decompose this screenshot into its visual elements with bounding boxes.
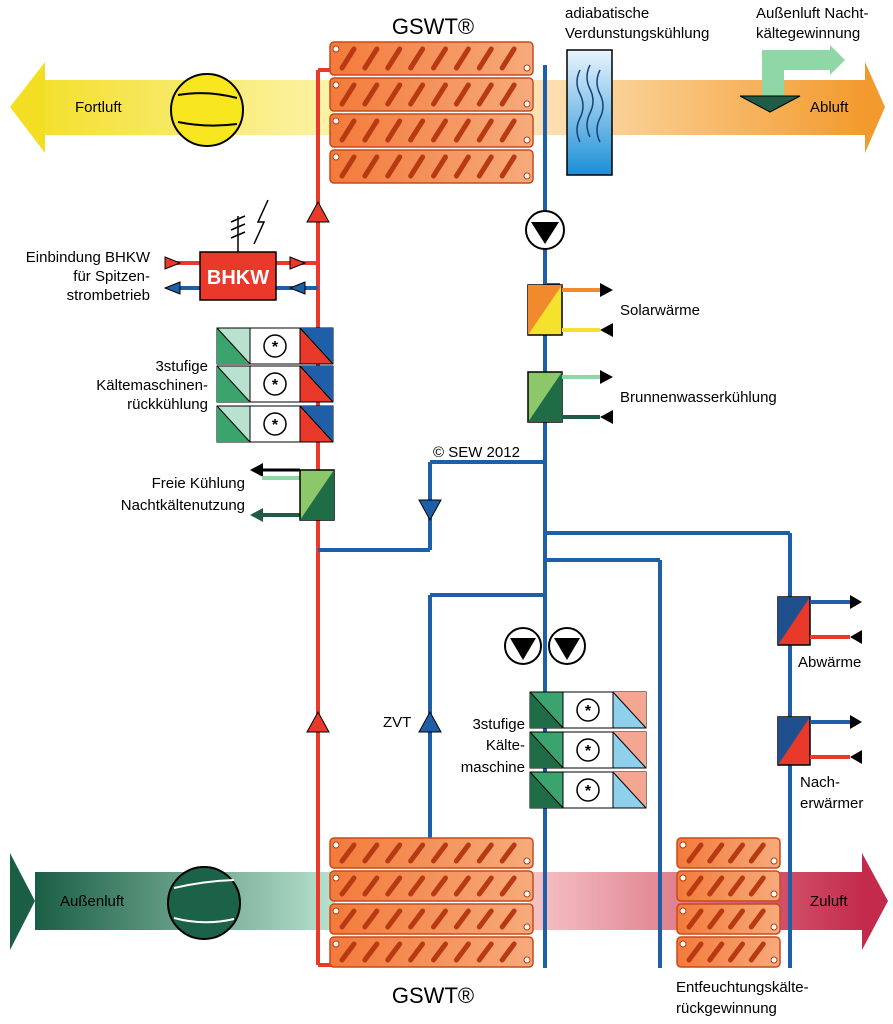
chiller-recooling-stack: * * * — [216, 327, 334, 443]
waste-heat-exchanger — [777, 595, 862, 646]
supply-fan — [167, 866, 241, 940]
bhkw-unit: BHKW — [163, 199, 318, 301]
well-water-exchanger — [527, 370, 613, 424]
free-cooling-exchanger — [250, 463, 335, 522]
well-label: Brunnenwasserkühlung — [620, 389, 777, 406]
red-flow-arrow-lower — [306, 710, 330, 733]
reheat-label-1: Nach- — [800, 774, 840, 791]
blue-flow-arrow-zvt — [418, 710, 442, 733]
dehum-label-1: Entfeuchtungskälte- — [676, 979, 809, 996]
zuluft-label: Zuluft — [810, 893, 848, 910]
svg-text:*: * — [585, 703, 592, 720]
bhkw-label: BHKW — [207, 267, 269, 289]
red-flow-arrow-upper — [306, 200, 330, 223]
svg-text:*: * — [585, 743, 592, 760]
free-cooling-label-1: Freie Kühlung — [152, 475, 245, 492]
free-cooling-label-2: Nachtkältenutzung — [121, 497, 245, 514]
adiabatic-cooler — [566, 49, 613, 176]
zvt-label: ZVT — [383, 714, 411, 731]
gswt-top-exchanger — [329, 41, 534, 184]
night-air-label-2: kältegewinnung — [756, 25, 860, 42]
recool-label-3: rückkühlung — [127, 396, 208, 413]
chiller-label-1: 3stufige — [472, 716, 525, 733]
recool-label-1: 3stufige — [155, 358, 208, 375]
antenna-icon — [230, 215, 246, 252]
copyright-label: © SEW 2012 — [433, 444, 520, 461]
pump-pair — [504, 627, 586, 665]
recool-label-2: Kältemaschinen- — [96, 377, 208, 394]
night-air-inlet — [739, 45, 845, 113]
chiller-label-3: maschine — [461, 759, 525, 776]
reheat-label-2: erwärmer — [800, 795, 863, 812]
svg-text:*: * — [272, 417, 279, 434]
svg-text:*: * — [272, 339, 279, 356]
bhkw-desc-3: strombetrieb — [67, 287, 150, 304]
chiller-label-2: Kälte- — [486, 737, 525, 754]
bhkw-desc-1: Einbindung BHKW — [26, 249, 151, 266]
waste-heat-label: Abwärme — [798, 654, 861, 671]
adiabatic-label-1: adiabatische — [565, 5, 649, 22]
svg-text:*: * — [272, 377, 279, 394]
chiller-stack: * * * — [529, 691, 647, 809]
gswt-top-label: GSWT® — [392, 14, 474, 39]
dehumidification-exchanger — [676, 837, 781, 968]
fortluft-label: Fortluft — [75, 99, 123, 116]
solar-label: Solarwärme — [620, 302, 700, 319]
solar-exchanger — [527, 283, 613, 337]
abluft-label: Abluft — [810, 99, 849, 116]
blue-pipe-network — [318, 65, 792, 968]
gswt-bottom-exchanger — [329, 837, 534, 968]
gswt-bottom-label: GSWT® — [392, 983, 474, 1008]
bhkw-desc-2: für Spitzen- — [73, 268, 150, 285]
blue-flow-arrow-bypass — [418, 499, 442, 522]
lightning-icon — [253, 199, 269, 245]
svg-text:*: * — [585, 783, 592, 800]
pump-top — [525, 210, 565, 250]
dehum-label-2: rückgewinnung — [676, 1000, 777, 1017]
reheater-exchanger — [777, 715, 862, 766]
exhaust-fan — [170, 73, 244, 147]
adiabatic-label-2: Verdunstungskühlung — [565, 25, 709, 42]
aussenluft-label: Außenluft — [60, 893, 125, 910]
night-air-label-1: Außenluft Nacht- — [756, 5, 869, 22]
